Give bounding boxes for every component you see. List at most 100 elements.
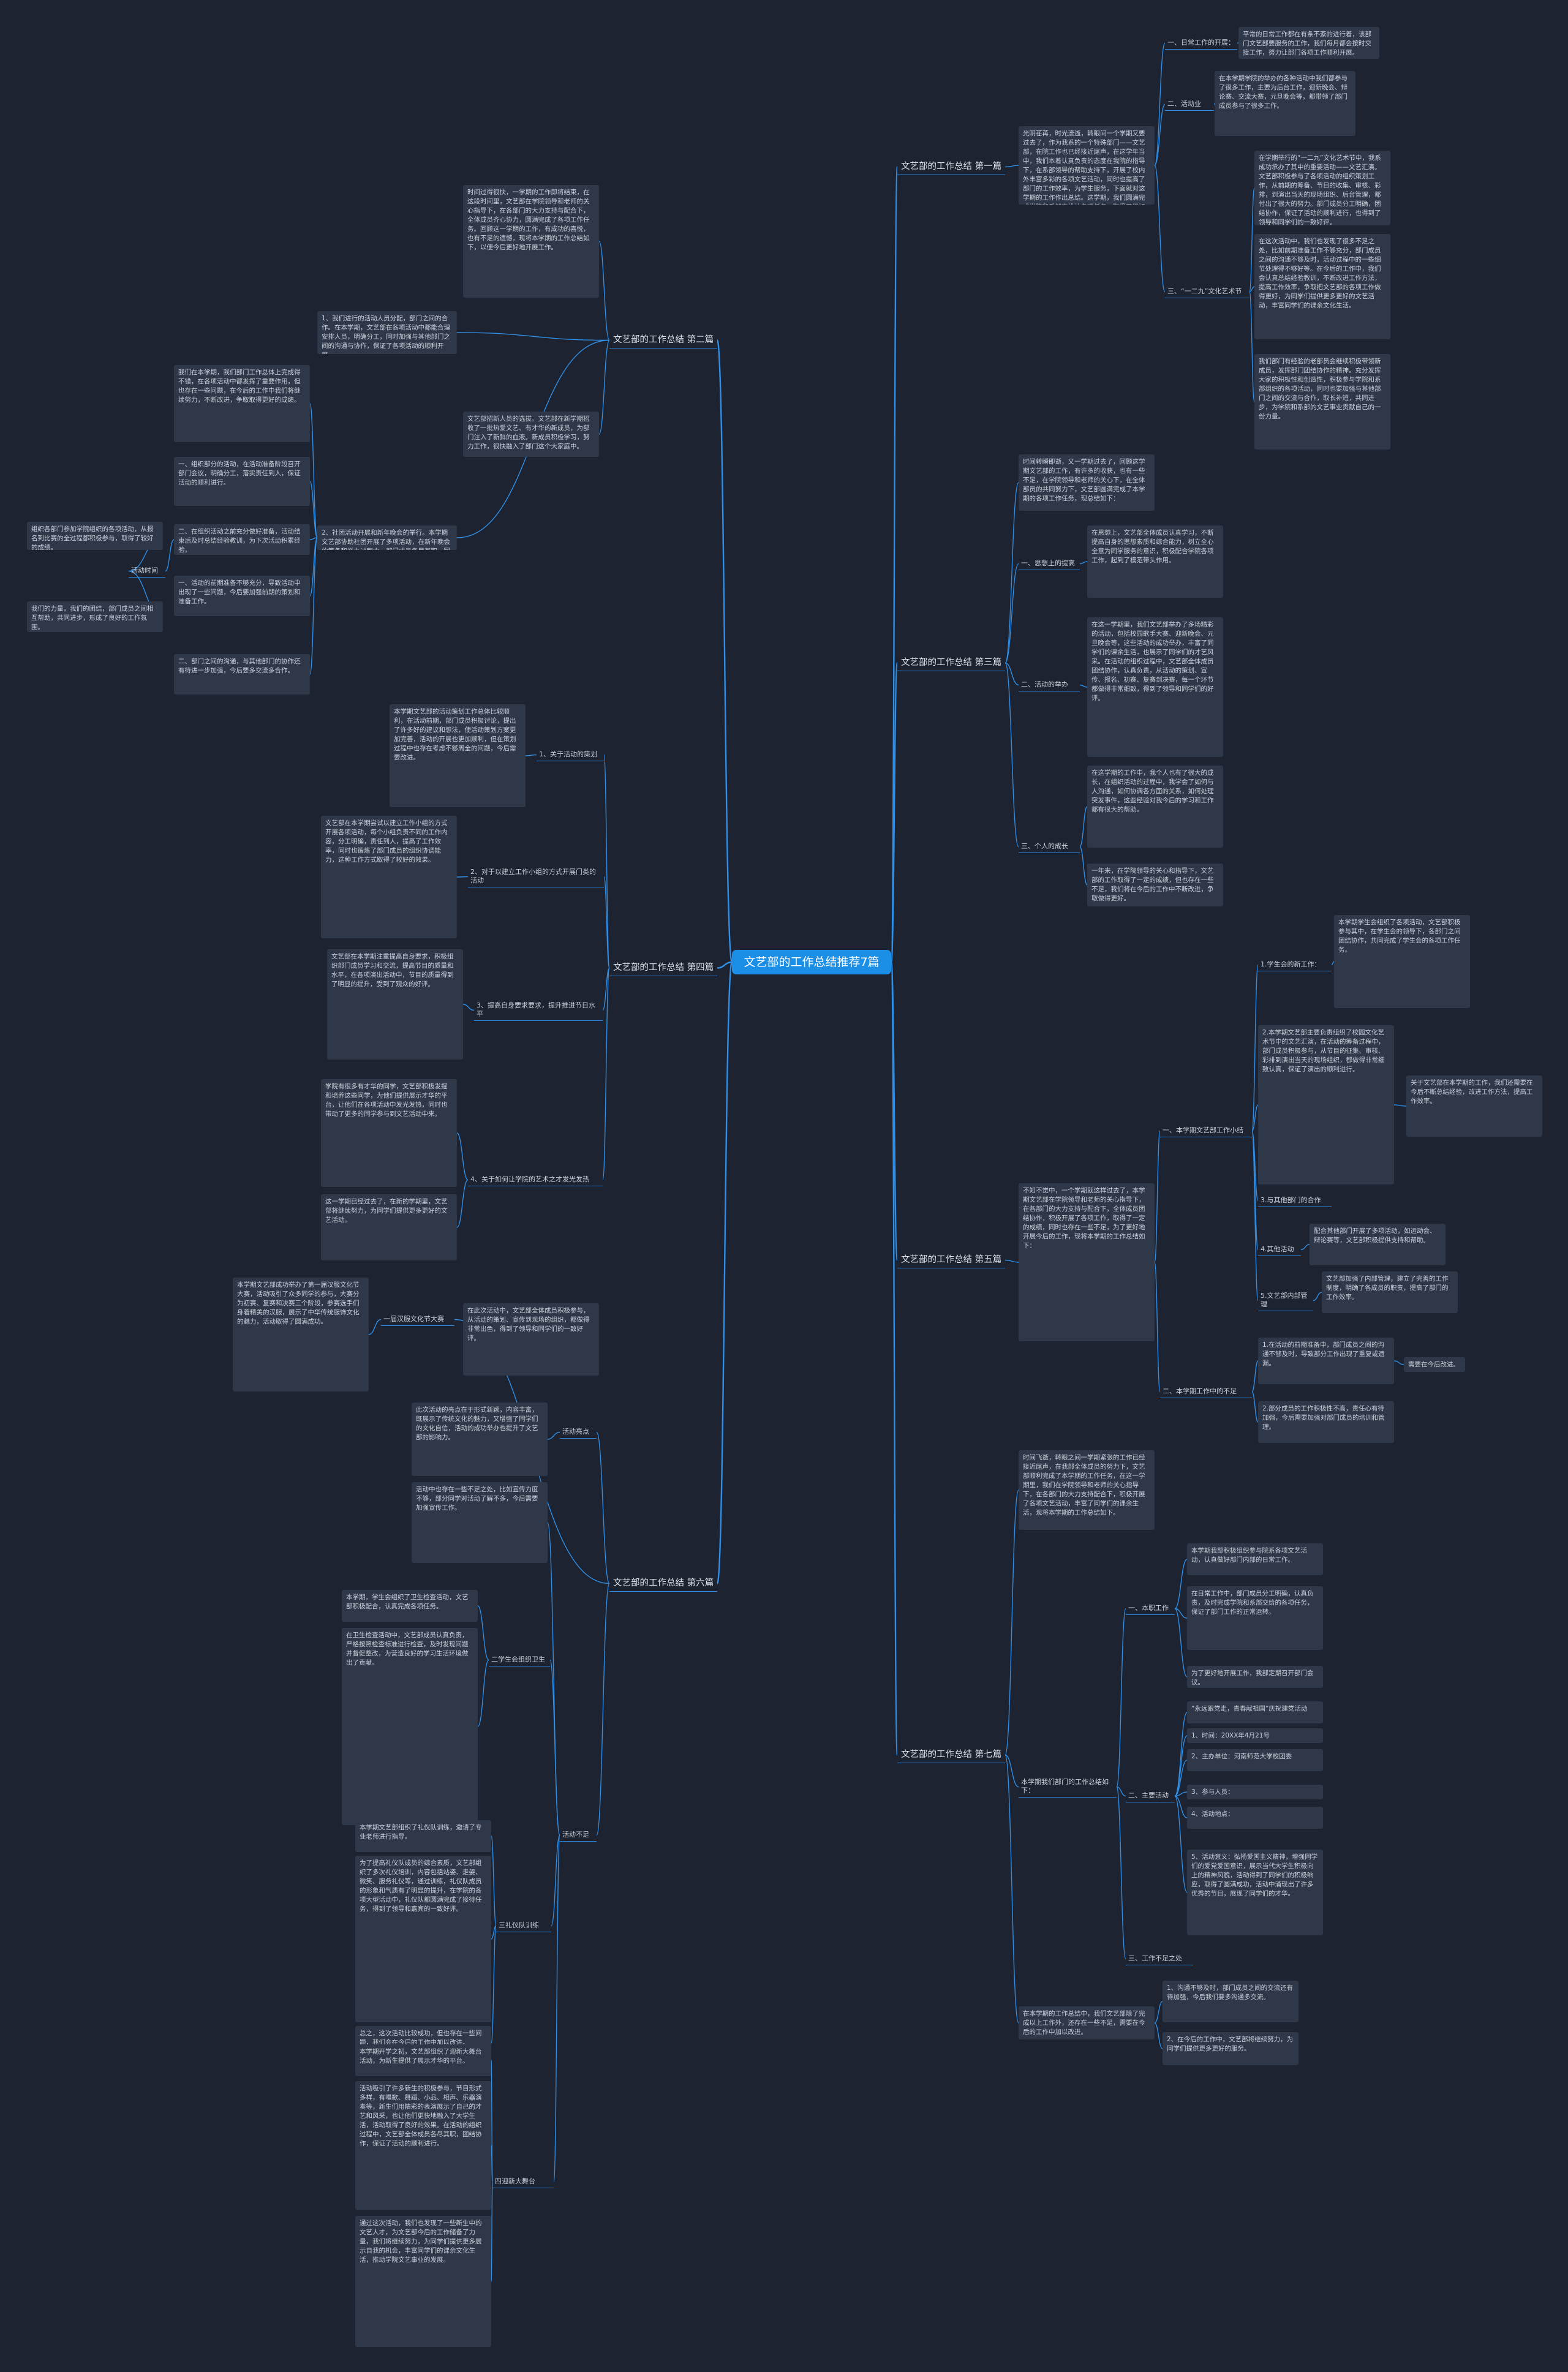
b5-s2-t2: 2.部分成员的工作积极性不高，责任心有待加强，今后需要加强对部门成员的培训和管理… bbox=[1258, 1401, 1394, 1443]
b5-s2-t1: 1.在活动的前期准备中，部门成员之间的沟通不够及时，导致部分工作出现了重复或遗漏… bbox=[1258, 1338, 1394, 1384]
branch-3[interactable]: 文艺部的工作总结 第三篇 bbox=[897, 655, 1006, 671]
b2-t1: 我们在本学期，我们部门工作总体上完成得不错，在各项活动中都发挥了重要作用，但也存… bbox=[174, 365, 310, 442]
b6-s2[interactable]: 活动亮点 bbox=[560, 1426, 597, 1439]
connector-branch-3-b3-s2 bbox=[1005, 662, 1019, 686]
connector-b6-s4-b6-s4-t1 bbox=[477, 1605, 489, 1661]
b1-s3-t3: 我们部门有经验的老部员会继续积极带领新成员，发挥部门团结协作的精神。充分发挥大家… bbox=[1254, 354, 1390, 450]
b3-s2[interactable]: 二、活动的举办 bbox=[1019, 679, 1080, 691]
branch-6[interactable]: 文艺部的工作总结 第六篇 bbox=[609, 1575, 718, 1592]
b4-s3[interactable]: 3、提高自身要求要求，提升推进节目水平 bbox=[474, 1000, 603, 1021]
branch-1[interactable]: 文艺部的工作总结 第一篇 bbox=[897, 159, 1006, 175]
connector-b5-s1e-b5-s1e-text bbox=[1313, 1292, 1322, 1301]
connector-b6-s5-b6-s5-t2 bbox=[491, 1925, 497, 1940]
b4-s4-t2: 这一学期已经过去了，在新的学期里，文艺部将继续努力，为同学们提供更多更好的文艺活… bbox=[321, 1194, 457, 1260]
connector-branch-4-b4-s4 bbox=[602, 967, 610, 1181]
b1-s1[interactable]: 一、日常工作的开展： bbox=[1165, 37, 1237, 50]
connector-b3-s3-b3-s3-t2 bbox=[1079, 846, 1088, 886]
b6-s3-text: 活动中也存在一些不足之处，比如宣传力度不够，部分同学对活动了解不多，今后需要加强… bbox=[412, 1482, 548, 1563]
connector-b6-s3-b6-s4 bbox=[549, 1659, 560, 1836]
b7-s2-t1: 1、沟通不够及时，部门成员之间的交流还有待加强，今后我们要多沟通多交流。 bbox=[1163, 1981, 1298, 2022]
b5-s1a[interactable]: 1.学生会的新工作： bbox=[1258, 958, 1332, 971]
connector-b7-s1-b7-s1b bbox=[1116, 1786, 1126, 1797]
connector-b1-s2-b1-s2-text bbox=[1213, 103, 1215, 105]
connector-b2-s3-text-b2-t5 bbox=[309, 537, 318, 675]
connector-branch-2-b2-s2-text bbox=[598, 339, 610, 435]
b4-s2-text: 文艺部在本学期尝试以建立工作小组的方式开展各项活动，每个小组负责不同的工作内容，… bbox=[321, 816, 457, 938]
branch-7[interactable]: 文艺部的工作总结 第七篇 bbox=[897, 1747, 1006, 1763]
connector-b6-s3-b6-s3-text bbox=[547, 1522, 560, 1836]
b7-s1b[interactable]: 二、主要活动 bbox=[1126, 1790, 1175, 1802]
connector-branch-4-b4-s2 bbox=[603, 876, 610, 969]
b6-s1-t2: 在此次活动中，文艺部全体成员积极参与，从活动的策划、宣传到现场的组织，都做得非常… bbox=[463, 1303, 599, 1376]
b4-s1[interactable]: 1、关于活动的策划 bbox=[537, 748, 604, 761]
connector-branch-6-b6-s3 bbox=[596, 1583, 610, 1836]
branch-2[interactable]: 文艺部的工作总结 第二篇 bbox=[609, 332, 718, 348]
connector-branch-1-b1-intro bbox=[1005, 165, 1019, 168]
connector-b6-s5-b6-s5-t3 bbox=[491, 1925, 497, 2044]
b2-t4: 一、活动的前期准备不够充分，导致活动中出现了一些问题，今后要加强前期的策划和准备… bbox=[174, 576, 310, 616]
connector-branch-4-b4-s3 bbox=[602, 967, 610, 1011]
b1-s2[interactable]: 二、活动业 bbox=[1165, 98, 1214, 111]
b1-s3-t1: 在学期举行的“一二九”文化艺术节中，我系成功承办了其中的重要活动——文艺汇演。文… bbox=[1254, 151, 1390, 225]
connector-b7-s2-b7-s2-t2 bbox=[1154, 2022, 1163, 2049]
b5-s1b-side: 关于文艺部在本学期的工作，我们还需要在今后不断总结经验，改进工作方法，提高工作效… bbox=[1406, 1075, 1542, 1137]
connector-b6-s1-b6-s1-t1 bbox=[368, 1319, 382, 1335]
connector-b4-s2-b4-s2-text bbox=[456, 876, 469, 878]
b7-s1a-t2: 在日常工作中，部门成员分工明确，认真负责，及时完成学院和系部交给的各项任务，保证… bbox=[1187, 1586, 1323, 1650]
b2-t3: 二、在组织活动之前充分做好准备，活动结束后及时总结经验教训，为下次活动积累经验。 bbox=[174, 524, 310, 555]
connector-b1-s3-b1-s3-t1 bbox=[1249, 187, 1255, 293]
b2-t2: 一、组织部分的活动，在活动准备阶段召开部门会议，明确分工，落实责任到人，保证活动… bbox=[174, 457, 310, 506]
b3-s1[interactable]: 一、思想上的提高 bbox=[1019, 557, 1080, 570]
connector-b4-s4-b4-s4-t1 bbox=[456, 1132, 469, 1181]
b6-s4[interactable]: 二学生会组织卫生 bbox=[489, 1654, 550, 1666]
root-topic[interactable]: 文艺部的工作总结推荐7篇 bbox=[732, 950, 891, 974]
b4-s4-t1: 学院有很多有才华的同学，文艺部积极发掘和培养这些同学，为他们提供展示才华的平台，… bbox=[321, 1079, 457, 1187]
b6-s4-t1: 本学期，学生会组织了卫生检查活动，文艺部积极配合，认真完成各项任务。 bbox=[342, 1590, 478, 1622]
b5-s2-t1-side: 需要在今后改进。 bbox=[1404, 1357, 1465, 1372]
branch-4[interactable]: 文艺部的工作总结 第四篇 bbox=[609, 960, 718, 976]
connector-branch-7-b7-s1 bbox=[1005, 1754, 1019, 1788]
connector-branch-4-b4-s1 bbox=[603, 754, 610, 969]
b4-s4[interactable]: 4、关于如何让学院的艺术之才发光发热 bbox=[468, 1173, 603, 1186]
connector-b4-s3-b4-s3-text bbox=[462, 1004, 475, 1011]
connector-b5-s1-b5-s1a bbox=[1251, 964, 1259, 1132]
b6-s6-t1: 本学期开学之初，文艺部组织了迎新大舞台活动，为新生提供了展示才华的平台。 bbox=[355, 2044, 491, 2076]
b6-s5[interactable]: 三礼仪队训练 bbox=[496, 1919, 551, 1932]
b7-s1b-t0: “永远跟党走，青春献祖国”庆祝建党活动 bbox=[1187, 1701, 1323, 1723]
connector-b5-intro-b5-s1 bbox=[1154, 1130, 1161, 1263]
b4-s2[interactable]: 2、对于以建立工作小组的方式开展门类的活动 bbox=[468, 866, 604, 887]
b7-s1[interactable]: 本学期我们部门的工作总结如下： bbox=[1019, 1776, 1117, 1798]
b7-s2-t2: 2、在今后的工作中，文艺部将继续努力，为同学们提供更多更好的服务。 bbox=[1163, 2032, 1298, 2065]
connector-b6-s4-b6-s4-t2 bbox=[477, 1659, 489, 1727]
b7-s1c[interactable]: 三、工作不足之处 bbox=[1126, 1952, 1193, 1965]
b5-s1c[interactable]: 3.与其他部门的合作 bbox=[1258, 1194, 1332, 1207]
b2-s3-text: 2、社团活动开展和新年晚会的举行。本学期文艺部协助社团开展了多项活动，在新年晚会… bbox=[317, 525, 457, 550]
connector-b2-s3-text-b2-t1 bbox=[309, 403, 318, 538]
b3-s3-t1: 在这学期的工作中，我个人也有了很大的成长，在组织活动的过程中，我学会了如何与人沟… bbox=[1087, 766, 1223, 848]
b6-s1[interactable]: 一届汉服文化节大赛 bbox=[381, 1313, 454, 1326]
connector-b6-s6-b6-s6-t2 bbox=[491, 2145, 493, 2183]
b5-s1e[interactable]: 5.文艺部内部管理 bbox=[1258, 1290, 1313, 1311]
b6-s3[interactable]: 活动不足 bbox=[560, 1829, 597, 1842]
b7-s1a[interactable]: 一、本职工作 bbox=[1126, 1602, 1175, 1615]
b1-s3-t2: 在这次活动中，我们也发现了很多不足之处，比如前期准备工作不够充分，部门成员之间的… bbox=[1254, 234, 1390, 339]
b3-s3[interactable]: 三、个人的成长 bbox=[1019, 840, 1080, 853]
connector-b7-s1b-b7-s1b-t3 bbox=[1174, 1791, 1188, 1797]
branch-5[interactable]: 文艺部的工作总结 第五篇 bbox=[897, 1252, 1006, 1268]
connector-b6-s3-b6-s6 bbox=[553, 1834, 560, 2183]
b6-s6[interactable]: 四迎新大舞台 bbox=[492, 2175, 554, 2188]
connector-b7-s1a-b7-s1a-t1 bbox=[1174, 1559, 1188, 1610]
b7-s2: 在本学期的工作总结中，我们文艺部除了完成以上工作外，还存在一些不足，需要在今后的… bbox=[1019, 2006, 1155, 2039]
b5-s2[interactable]: 二、本学期工作中的不足 bbox=[1160, 1385, 1252, 1398]
b3-intro: 时间转瞬即逝，又一学期过去了，回顾这学期文艺部的工作，有许多的收获，也有一些不足… bbox=[1019, 454, 1155, 511]
connector-branch-7-b7-s2 bbox=[1005, 1754, 1019, 2024]
b1-s3[interactable]: 三、“一二九”文化艺术节 bbox=[1165, 285, 1250, 298]
b2-t5: 二、部门之间的沟通，与其他部门的协作还有待进一步加强，今后要多交流多合作。 bbox=[174, 654, 310, 695]
connector-b5-s1-b5-s1e bbox=[1251, 1130, 1259, 1301]
b7-s1b-t4: 4、活动地点： bbox=[1187, 1807, 1323, 1829]
b5-s1d[interactable]: 4.其他活动 bbox=[1258, 1243, 1301, 1256]
connector-b7-s1b-b7-s1b-t5 bbox=[1174, 1795, 1188, 1893]
b5-s1[interactable]: 一、本学期文艺部工作小结 bbox=[1160, 1124, 1252, 1137]
b2-side-t1: 组织各部门参加学院组织的各项活动，从报名到比赛的全过程都积极参与，取得了较好的成… bbox=[27, 522, 163, 550]
b2-side[interactable]: 活动时间 bbox=[129, 565, 165, 578]
